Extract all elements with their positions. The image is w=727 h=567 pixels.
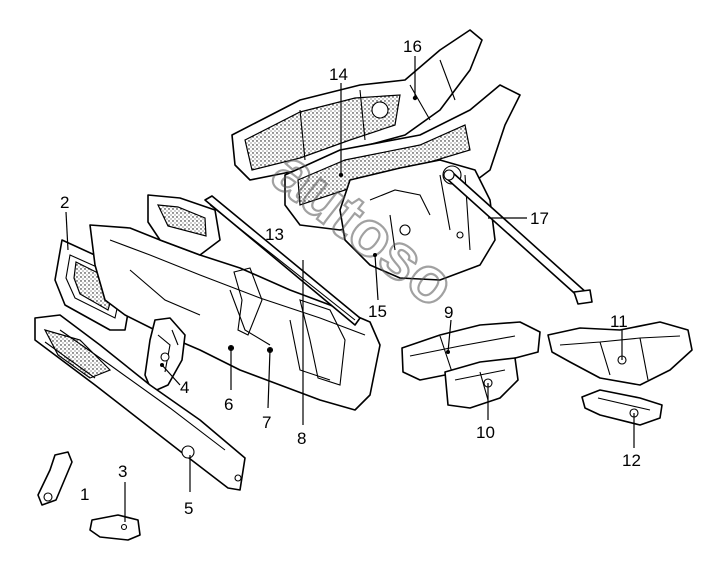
leader-dots bbox=[160, 95, 450, 367]
callout-12: 12 bbox=[622, 451, 641, 470]
part-2-headlamp-panel bbox=[54, 239, 133, 331]
part-17-strut-rod bbox=[443, 169, 593, 305]
leader-lines bbox=[65, 56, 635, 522]
part-16-upper-inner-panel bbox=[231, 29, 483, 181]
callout-1: 1 bbox=[80, 485, 89, 504]
part-4-bracket bbox=[144, 317, 186, 393]
callout-7: 7 bbox=[262, 413, 271, 432]
callout-3: 3 bbox=[118, 462, 127, 481]
part-6-7-front-panel bbox=[89, 194, 381, 411]
part-12-extension bbox=[581, 389, 663, 426]
part-3-plate bbox=[89, 514, 141, 541]
callout-14: 14 bbox=[329, 65, 348, 84]
callout-16: 16 bbox=[403, 37, 422, 56]
part-14-side-apron bbox=[284, 84, 521, 281]
callout-10: 10 bbox=[476, 423, 495, 442]
part-8-upper-crossmember bbox=[204, 195, 361, 326]
callout-5: 5 bbox=[184, 499, 193, 518]
callout-9: 9 bbox=[444, 303, 453, 322]
part-5-lower-crossmember bbox=[34, 314, 246, 491]
callout-11: 11 bbox=[610, 312, 628, 331]
part-11-rear-member bbox=[547, 321, 693, 386]
callout-17: 17 bbox=[530, 209, 549, 228]
callout-8: 8 bbox=[297, 429, 306, 448]
part-1-stay bbox=[37, 451, 73, 506]
callout-6: 6 bbox=[224, 395, 233, 414]
callout-labels: 1 2 3 4 5 6 7 8 9 10 11 12 13 14 15 16 1… bbox=[60, 37, 641, 518]
callout-2: 2 bbox=[60, 193, 69, 212]
callout-4: 4 bbox=[180, 378, 189, 397]
callout-15: 15 bbox=[368, 302, 387, 321]
part-9-10-side-bracket bbox=[401, 321, 541, 409]
callout-13: 13 bbox=[265, 225, 284, 244]
